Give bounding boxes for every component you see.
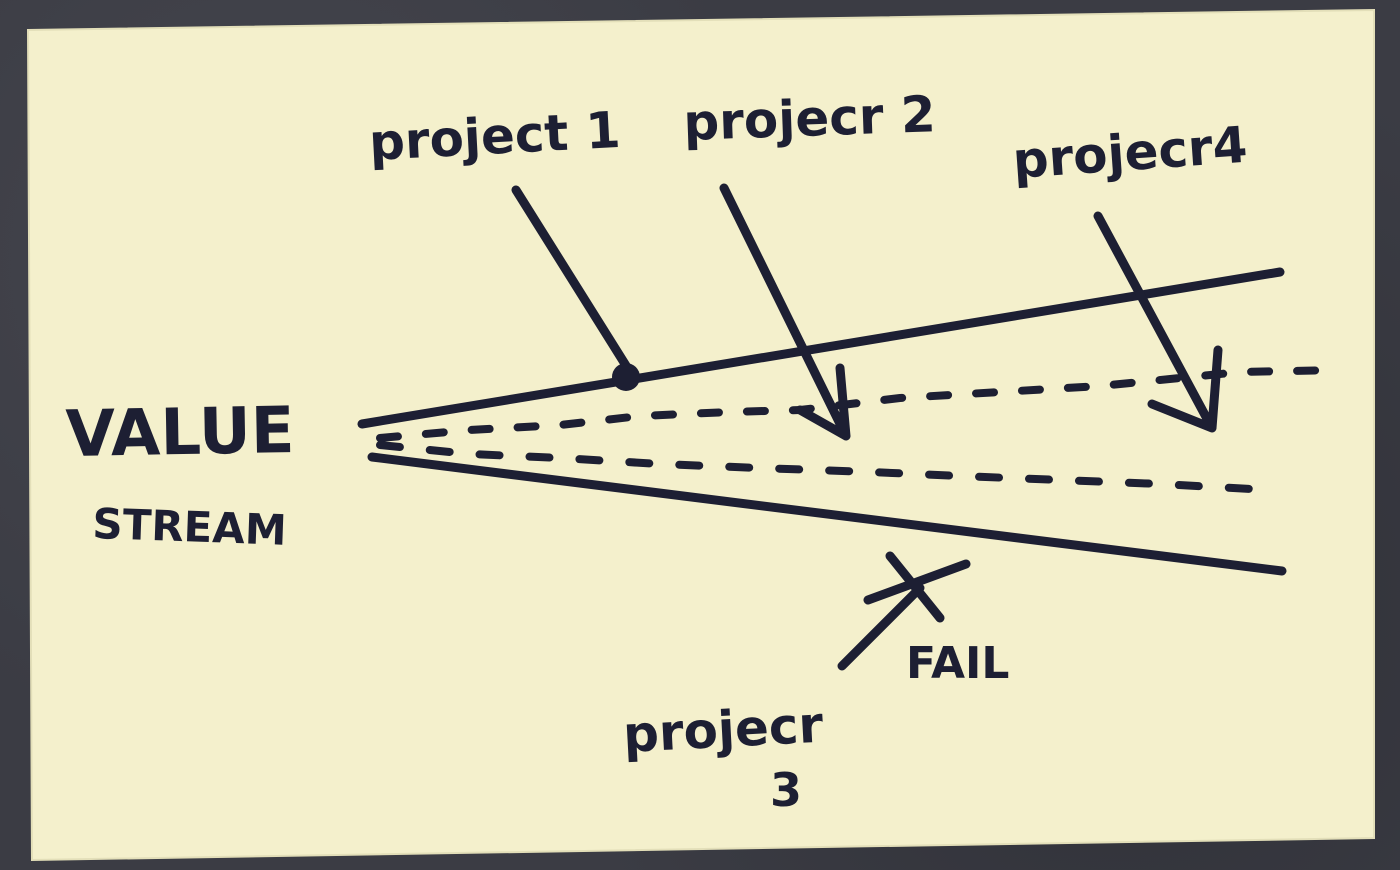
stream-lower-boundary	[367, 452, 1287, 576]
stream-upper-boundary	[357, 267, 1285, 429]
project1-arrow-shaft	[511, 185, 635, 377]
label-stream: STREAM	[92, 499, 288, 555]
project1-arrow-tip	[612, 363, 640, 391]
project4-arrow	[1093, 211, 1223, 433]
label-fail: FAIL	[906, 638, 1009, 689]
stream-dashes-upper	[376, 366, 1344, 442]
label-project3: projecr	[622, 696, 825, 764]
label-project2: projecr 2	[682, 85, 936, 152]
project2-arrow	[719, 183, 851, 441]
label-project1: project 1	[368, 101, 622, 172]
paper-card	[26, 8, 1375, 862]
fail-cross-mark	[837, 551, 971, 671]
label-project3-number: 3	[770, 763, 802, 817]
label-value: VALUE	[65, 394, 295, 472]
